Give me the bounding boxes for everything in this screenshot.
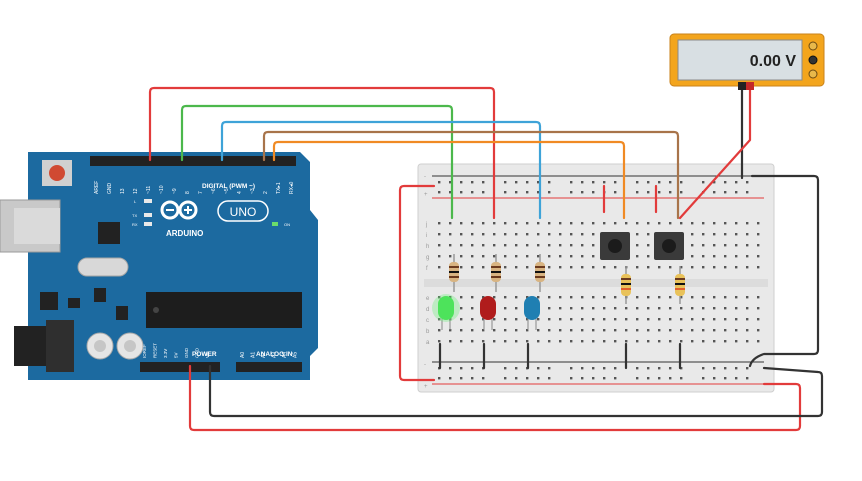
pushbutton-2[interactable] (654, 232, 684, 260)
row-letter-g: g (426, 255, 429, 261)
resistor-5[interactable] (675, 266, 685, 304)
wire-brown-pin3[interactable] (262, 130, 680, 220)
analog-pin-label: A3 (272, 352, 278, 358)
multimeter-display (677, 39, 803, 81)
power-pin-label: RESET (153, 343, 158, 358)
digital-pin-label: ~9 (172, 188, 178, 194)
analog-pin-label: A0 (240, 352, 246, 358)
l-label: L (134, 199, 137, 204)
digital-pin-label: ~5 (224, 188, 230, 194)
rail-minus-label-top: - (424, 174, 426, 180)
multimeter-reading: 0.00 V (750, 53, 797, 70)
row-letter-d: d (426, 307, 429, 313)
analog-pin-label: A1 (251, 352, 257, 358)
digital-pin-label: ~11 (146, 186, 152, 194)
power-pin-label: GND (184, 347, 189, 358)
rail-plus-label-bottom: + (424, 384, 428, 390)
digital-pin-label: 4 (237, 191, 243, 194)
resistor-1[interactable] (449, 254, 459, 292)
analog-pin-label: A4 (282, 352, 288, 358)
multimeter-terminal-com[interactable] (808, 55, 818, 65)
wire-rail-gnd[interactable] (748, 174, 820, 368)
row-letter-e: e (426, 296, 430, 302)
multimeter-terminal-2[interactable] (808, 69, 818, 79)
wire-orange-pin2[interactable] (272, 140, 626, 220)
arduino-logo (160, 200, 269, 222)
wire-green-pin10[interactable] (180, 104, 454, 220)
digital-pin-label: ~10 (159, 185, 165, 194)
microcontroller-chip (146, 292, 302, 328)
brand-label: ARDUINO (166, 229, 203, 238)
analog-label: ANALOG IN (256, 351, 293, 358)
blue-led[interactable] (524, 296, 540, 330)
pushbutton-1[interactable] (600, 232, 630, 260)
wire-rail-plus[interactable] (398, 184, 436, 382)
power-pin-label: IOREF (142, 344, 147, 358)
tx-label: TX (132, 213, 137, 218)
row-letter-h: h (426, 244, 429, 250)
digital-label: DIGITAL (PWM ~) (202, 183, 255, 190)
analog-pin-label: A5 (293, 352, 299, 358)
digital-pin-label: 2 (263, 191, 269, 194)
wire-5v[interactable] (188, 364, 802, 432)
digital-pin-label: 7 (198, 191, 204, 194)
breadboard[interactable] (417, 163, 775, 393)
digital-pin-label: RX◂0 (289, 182, 295, 194)
digital-pin-label: AREF (94, 181, 100, 194)
digital-pin-label: ~6 (211, 188, 217, 194)
row-letter-j: j (425, 222, 427, 228)
digital-pin-label: ~3 (250, 188, 256, 194)
analog-header (236, 362, 302, 372)
wire-red-pin13[interactable] (148, 86, 496, 220)
row-letter-f: f (426, 266, 428, 272)
digital-pin-label: TX▸1 (276, 182, 282, 194)
power-pin-label: 5V (174, 352, 179, 358)
digital-pin-label: GND (107, 183, 113, 195)
probe-red[interactable] (678, 82, 752, 220)
digital-pin-label: 13 (120, 188, 126, 194)
rx-label: RX (132, 222, 138, 227)
multimeter[interactable] (669, 33, 825, 90)
resistor-3[interactable] (535, 254, 545, 292)
reset-button[interactable] (49, 165, 65, 181)
red-led[interactable] (480, 296, 496, 330)
rail-plus-label-top: + (424, 192, 428, 198)
row-letter-c: c (426, 318, 429, 324)
multimeter-terminal-1[interactable] (808, 41, 818, 51)
on-label: ON (284, 222, 290, 227)
crystal (77, 257, 129, 277)
wire-gnd[interactable] (208, 364, 824, 418)
digital-pin-label: 8 (185, 191, 191, 194)
analog-pin-label: A2 (261, 352, 267, 358)
wires (148, 82, 824, 432)
model-label: UNO (230, 205, 257, 219)
arduino-board[interactable] (0, 152, 318, 380)
wire-blue-pin7[interactable] (220, 120, 542, 220)
green-led[interactable] (432, 294, 460, 330)
power-pin-label: Vin (205, 351, 210, 358)
resistor-2[interactable] (491, 254, 501, 292)
power-pin-label: 3.3V (163, 349, 168, 358)
power-label: POWER (192, 351, 217, 358)
resistor-4[interactable] (621, 266, 631, 304)
power-header (140, 362, 220, 372)
power-pin-label: GND (195, 347, 200, 358)
rail-minus-label-bottom: - (424, 362, 426, 368)
row-letter-b: b (426, 329, 430, 335)
row-letter-a: a (426, 340, 430, 346)
digital-pin-label: 12 (133, 188, 139, 194)
digital-header (90, 156, 296, 166)
row-letter-i: i (426, 233, 427, 239)
